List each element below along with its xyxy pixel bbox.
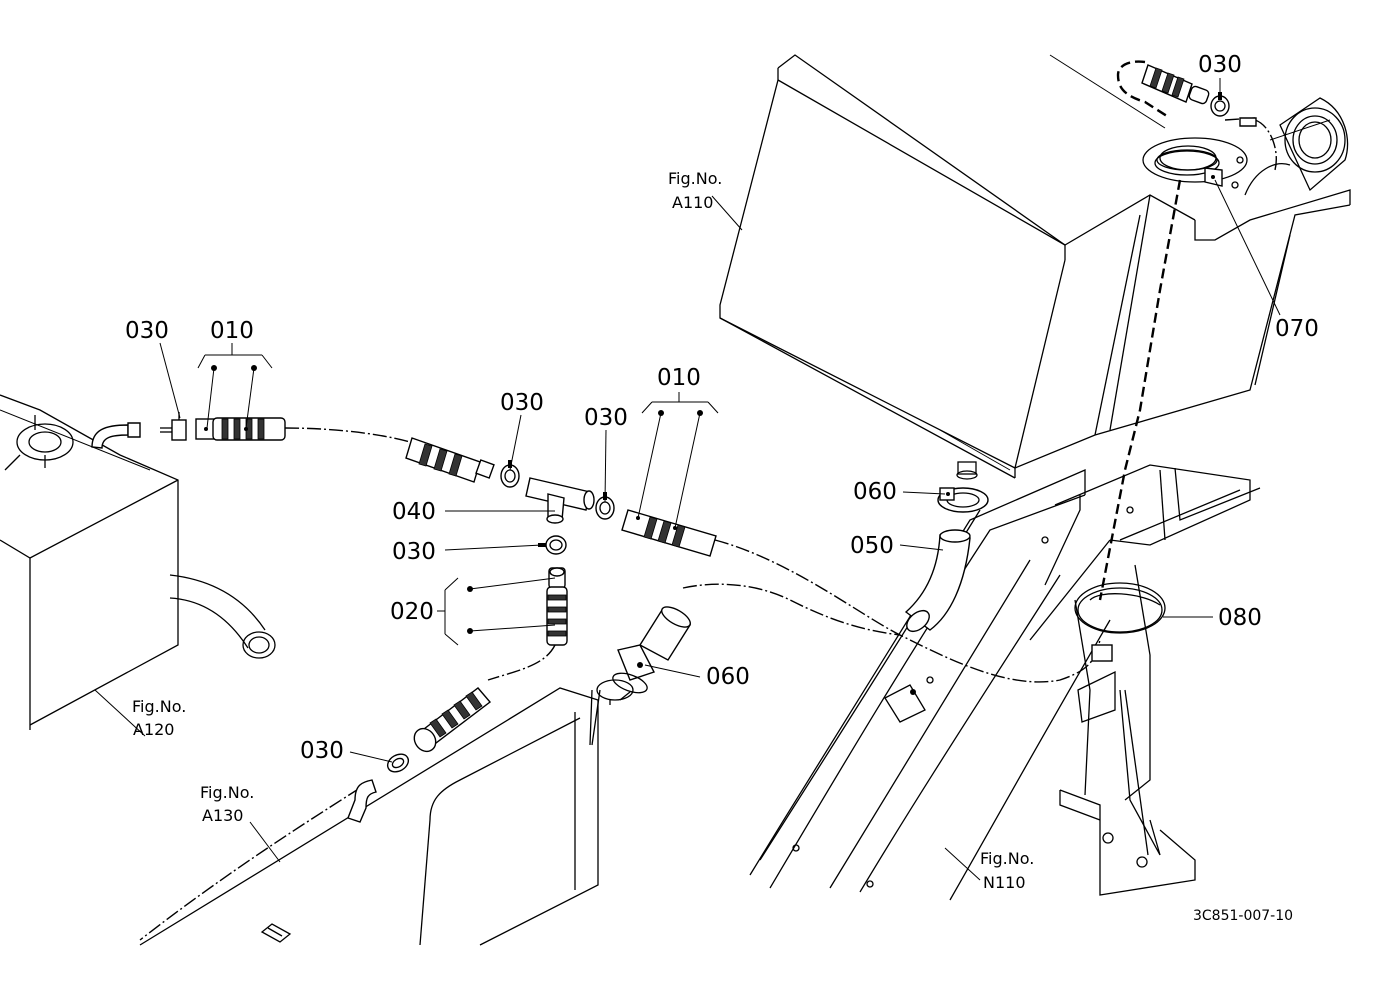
fig-ref-a130-line2: A130 <box>202 806 243 825</box>
hose-bottom-left <box>413 687 492 753</box>
band-080 <box>1074 582 1166 662</box>
clamp-030-tee-bottom <box>538 535 567 555</box>
fig-ref-a110-line1: Fig.No. <box>668 169 722 188</box>
callout-070: 070 <box>1275 316 1319 342</box>
callout-020: 020 <box>390 599 434 625</box>
fig-ref-a120-line1: Fig.No. <box>132 697 186 716</box>
callout-030-tee-right: 030 <box>584 405 628 431</box>
callout-030-tee-bottom: 030 <box>392 539 436 565</box>
upper-fuel-tank <box>719 54 1351 480</box>
hose-bottom-060 <box>612 606 691 694</box>
drawing-code: 3C851-007-10 <box>1193 908 1293 924</box>
fig-ref-a120-line2: A120 <box>133 720 174 739</box>
callout-030-tee-top: 030 <box>500 390 544 416</box>
hose-010-right <box>621 509 717 557</box>
callout-060-bottom: 060 <box>706 664 750 690</box>
clamp-060-top <box>937 487 989 513</box>
clamp-030-tee-top <box>500 460 520 488</box>
figure-references: Fig.No. A110 Fig.No. A120 Fig.No. A130 F… <box>132 169 1034 892</box>
hose-020 <box>546 567 568 646</box>
clamp-030-left <box>127 412 187 441</box>
callout-050: 050 <box>850 533 894 559</box>
hose-010-left-inner <box>405 437 495 483</box>
clamp-030-bottom-left <box>347 753 410 823</box>
tee-fitting-040 <box>525 477 595 524</box>
callout-labels: 030 010 030 030 010 040 030 020 030 060 … <box>125 52 1319 764</box>
callout-040: 040 <box>392 499 436 525</box>
frame-structure <box>749 464 1261 901</box>
callout-030-top-right: 030 <box>1198 52 1242 78</box>
elbow-hose-050 <box>904 529 971 633</box>
callout-060-top: 060 <box>853 479 897 505</box>
hose-top-right <box>1141 64 1210 105</box>
callout-010-right: 010 <box>657 365 701 391</box>
left-fuel-tank <box>0 394 276 730</box>
callout-080: 080 <box>1218 605 1262 631</box>
lower-fuel-tank <box>139 679 634 946</box>
hose-010-left <box>195 417 286 441</box>
callout-030-left: 030 <box>125 318 169 344</box>
fig-ref-a130-line1: Fig.No. <box>200 783 254 802</box>
fig-ref-a110-line2: A110 <box>672 193 713 212</box>
fuel-hose-routing <box>139 60 1277 941</box>
clamp-070 <box>1154 149 1223 187</box>
callout-010-left: 010 <box>210 318 254 344</box>
callout-030-bottom-left: 030 <box>300 738 344 764</box>
leader-lines <box>94 78 1281 881</box>
fig-ref-n110-line2: N110 <box>983 873 1026 892</box>
clamp-030-top-right <box>1210 92 1257 127</box>
fig-ref-n110-line1: Fig.No. <box>980 849 1034 868</box>
